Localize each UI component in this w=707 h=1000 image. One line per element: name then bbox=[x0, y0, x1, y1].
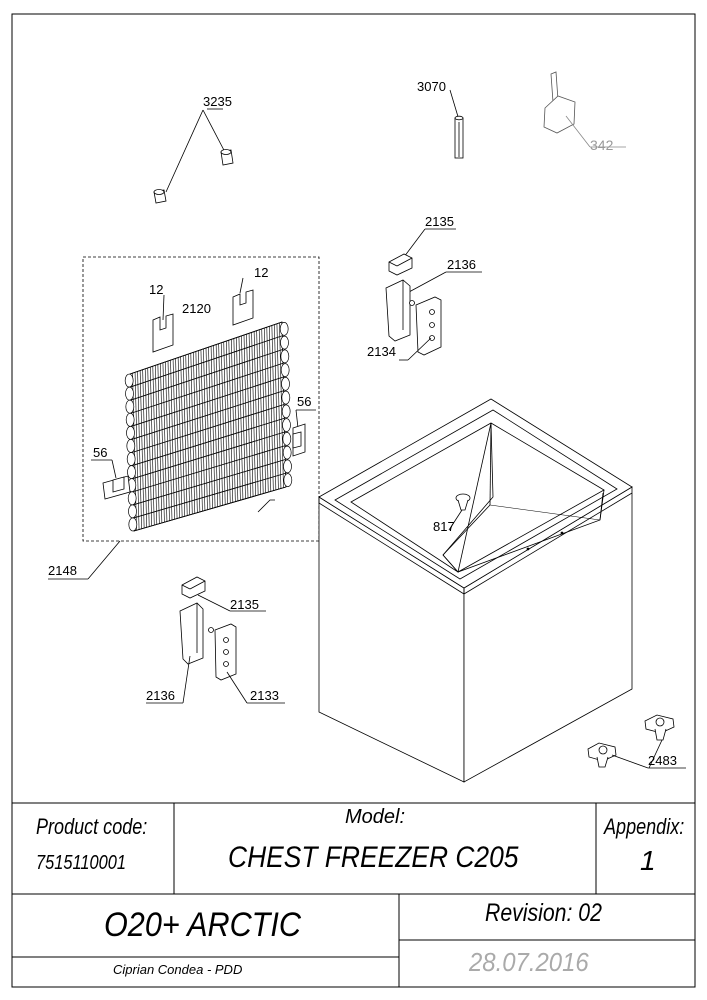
part-56-brackets bbox=[91, 409, 316, 500]
part-2483-feet bbox=[587, 714, 686, 769]
part-3235-plugs bbox=[153, 108, 234, 204]
product-code-label: Product code: bbox=[36, 814, 148, 839]
callout-2133: 2133 bbox=[250, 688, 279, 703]
callout-2120: 2120 bbox=[182, 301, 211, 316]
callout-3235: 3235 bbox=[203, 94, 232, 109]
part-3070-pin bbox=[449, 89, 464, 159]
part-12-clips bbox=[152, 277, 254, 353]
part-342-scraper bbox=[543, 71, 626, 148]
title-block-grid bbox=[12, 802, 695, 987]
callout-2136-top: 2136 bbox=[447, 257, 476, 272]
author: Ciprian Condea - PDD bbox=[113, 962, 243, 977]
callout-12-right: 12 bbox=[254, 265, 269, 280]
appendix-label: Appendix: bbox=[604, 814, 685, 839]
part-2134-hinge-top bbox=[385, 228, 482, 361]
callout-12-left: 12 bbox=[149, 282, 164, 297]
callout-2134: 2134 bbox=[367, 344, 396, 359]
callout-2135-bottom: 2135 bbox=[230, 597, 259, 612]
callout-2148: 2148 bbox=[48, 563, 77, 578]
callout-2135-top: 2135 bbox=[425, 214, 454, 229]
appendix-value: 1 bbox=[640, 845, 656, 876]
callout-56-right: 56 bbox=[297, 394, 312, 409]
date: 28.07.2016 bbox=[469, 947, 589, 977]
callout-56-left: 56 bbox=[93, 445, 108, 460]
callout-2483: 2483 bbox=[648, 753, 677, 768]
callout-342: 342 bbox=[590, 137, 614, 153]
series-name: O20+ ARCTIC bbox=[104, 906, 301, 944]
chest-freezer-cabinet bbox=[318, 398, 633, 783]
part-2148-condenser bbox=[48, 256, 320, 580]
model-label: Model: bbox=[345, 806, 406, 828]
part-2133-hinge-bottom bbox=[146, 576, 285, 704]
callout-2136-bottom: 2136 bbox=[146, 688, 175, 703]
callout-3070: 3070 bbox=[417, 79, 446, 94]
drawing-frame bbox=[11, 13, 696, 988]
revision: Revision: 02 bbox=[485, 899, 602, 927]
product-code-value: 7515110001 bbox=[36, 852, 126, 874]
callout-817: 817 bbox=[433, 519, 455, 534]
model-value: CHEST FREEZER C205 bbox=[228, 841, 519, 874]
